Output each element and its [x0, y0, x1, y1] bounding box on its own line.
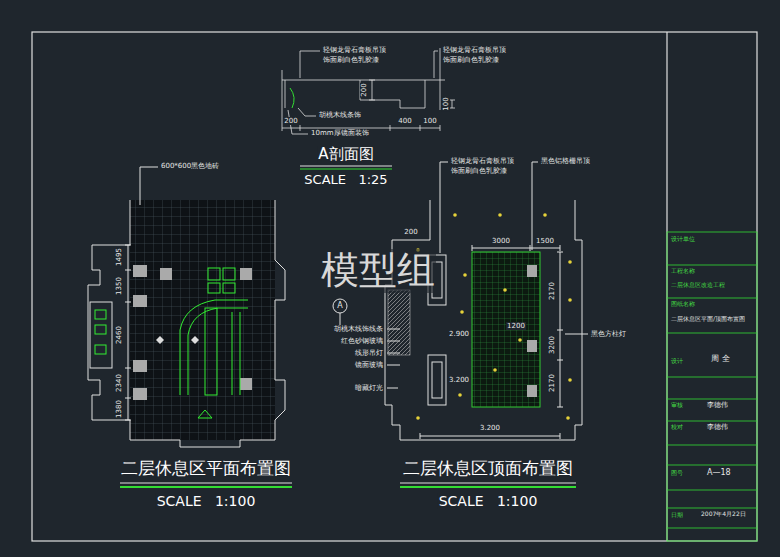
section-marker: A [336, 301, 343, 310]
callout-text: 红色砂钢玻璃 [340, 337, 384, 345]
callout-text: 黑色铝格栅吊顶 [540, 157, 591, 165]
titleblock-label: 日期 [670, 512, 684, 519]
callout-text: 饰面刷白色乳胶漆 [450, 167, 508, 175]
dimension: 400 [397, 117, 412, 125]
dimension: 1380 [115, 399, 123, 419]
callout-text: 饰面刷白色乳胶漆 [442, 56, 500, 64]
titleblock-label: 设计单位 [670, 236, 696, 243]
dimension: 2.900 [448, 330, 470, 338]
callout-text: 胡桃木线饰线条 [333, 325, 384, 333]
dimension: 200 [360, 82, 368, 97]
drawing-title: 二层休息区顶面布置图 [402, 459, 574, 479]
titleblock-label: 设计 [670, 358, 684, 365]
dimension: 1495 [115, 247, 123, 267]
callout-text: 饰面刷白色乳胶漆 [322, 56, 380, 64]
dimension: 3.200 [448, 376, 470, 384]
dimension: 2170 [548, 281, 556, 301]
dimension: 100 [442, 96, 450, 111]
dimension: 2460 [115, 325, 123, 345]
drawing-title: 二层休息区平面布置图 [120, 459, 292, 479]
dimension: 3000 [491, 237, 511, 245]
callout-text: 600*600黑色地砖 [160, 162, 220, 170]
scale-note: SCALE 1:25 [303, 173, 388, 188]
titleblock-value: 二层休息区平面/顶面布置图 [670, 316, 746, 323]
titleblock-label: 审核 [670, 402, 684, 409]
dimension: 1350 [115, 276, 123, 296]
titleblock-value: 二层休息区改造工程 [670, 282, 726, 289]
callout-text: 10mm厚镜面装饰 [310, 129, 370, 137]
callout-text: 轻钢龙骨石膏板吊顶 [450, 157, 515, 165]
titleblock-label: 工程名称 [670, 268, 696, 275]
drawing-title: A剖面图 [317, 146, 374, 163]
titleblock-value: 周 全 [710, 354, 731, 363]
watermark: 模型组 [320, 249, 436, 293]
callout-text: 黑色方柱灯 [590, 330, 627, 338]
scale-note: SCALE 1:100 [438, 493, 539, 509]
callout-text: 轻钢龙骨石膏板吊顶 [442, 46, 507, 54]
dimension: 200 [283, 117, 298, 125]
callout-text: 暗藏灯光 [354, 384, 384, 392]
titleblock-value: 李德伟 [706, 423, 729, 431]
dimension: 1500 [535, 237, 555, 245]
callout-text: 镜面玻璃 [354, 361, 384, 369]
callout-text: 线形吊灯 [354, 349, 384, 357]
titleblock-value: 李德伟 [706, 401, 729, 409]
titleblock-label: 图号 [670, 470, 684, 477]
dimension: 100 [422, 117, 437, 125]
dimension: 2170 [548, 373, 556, 393]
dimension: 3200 [548, 335, 556, 355]
dimension: 1200 [506, 322, 526, 330]
titleblock-value: A—18 [706, 468, 732, 477]
scale-note: SCALE 1:100 [156, 493, 257, 509]
dimension: 2340 [115, 373, 123, 393]
callout-text: 轻钢龙骨石膏板吊顶 [322, 46, 387, 54]
dimension: 200 [403, 228, 418, 236]
titleblock-label: 校对 [670, 424, 684, 431]
callout-text: 胡桃木线条饰 [318, 111, 362, 119]
titleblock-label: 图纸名称 [670, 301, 696, 308]
titleblock-value: 2007年4月22日 [700, 511, 747, 518]
dimension: 3.200 [479, 424, 501, 432]
